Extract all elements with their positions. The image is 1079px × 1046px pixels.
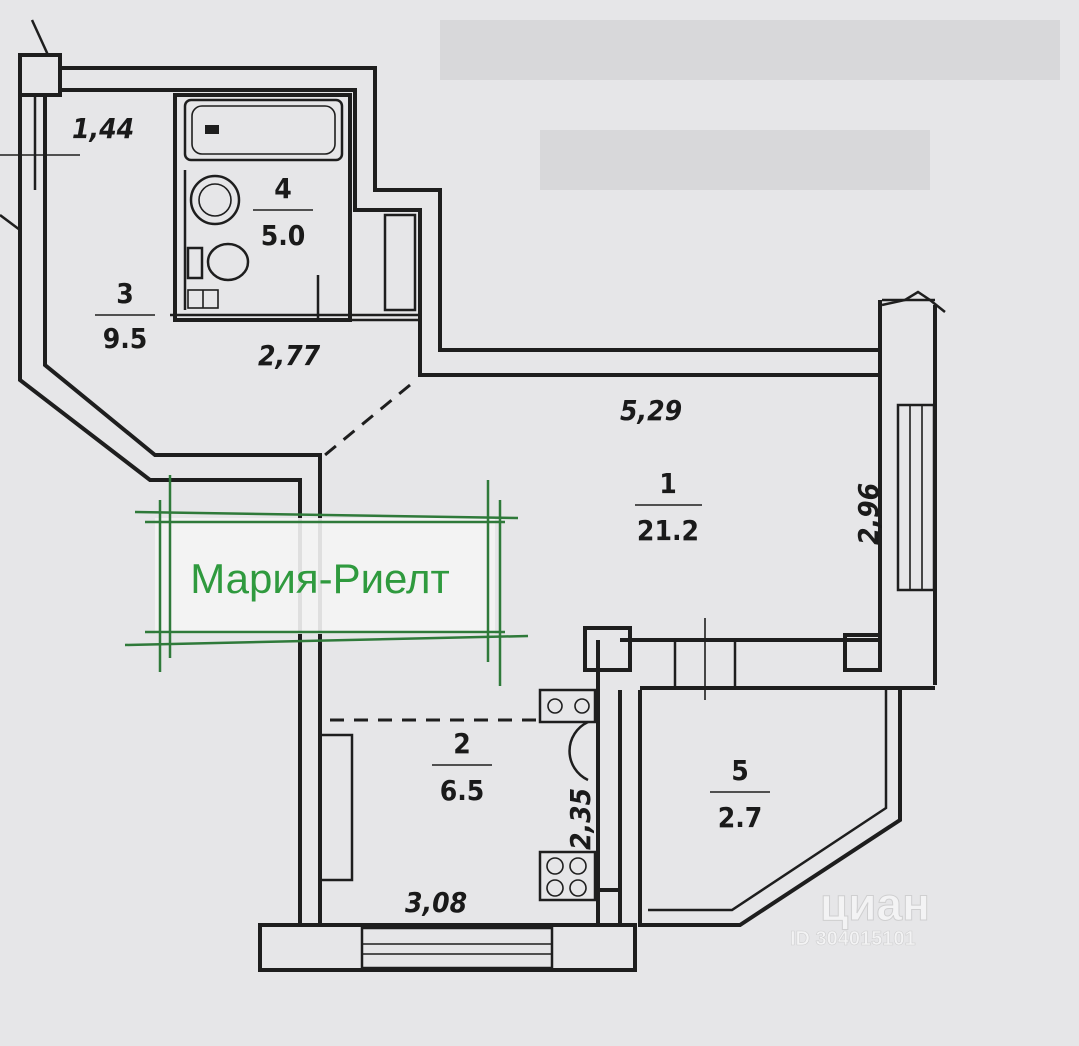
entrance: [0, 19, 80, 231]
bathroom: [170, 93, 420, 322]
room-label-5: 5 2.7: [710, 754, 770, 834]
svg-text:5: 5: [731, 754, 749, 787]
dimension-5-29: 5,29: [620, 394, 682, 427]
columns: [583, 626, 882, 927]
window-kitchen: [360, 926, 554, 970]
agency-watermark: Мария-Риелт: [124, 475, 529, 686]
svg-text:2.7: 2.7: [718, 801, 763, 834]
background-ghost-text: [440, 20, 1060, 190]
svg-text:9.5: 9.5: [103, 322, 148, 355]
window-right: [896, 403, 936, 592]
room-label-2: 2 6.5: [432, 727, 492, 807]
outer-walls: [18, 66, 937, 972]
svg-text:5.0: 5.0: [261, 219, 306, 252]
dimension-2-77: 2,77: [258, 339, 321, 372]
wall-break-mark: [881, 290, 946, 313]
dimension-1-44: 1,44: [72, 112, 134, 145]
svg-text:6.5: 6.5: [440, 774, 485, 807]
svg-text:21.2: 21.2: [637, 514, 699, 547]
svg-text:Мария-Риелт: Мария-Риелт: [190, 555, 450, 602]
cian-id: ID 304015101: [790, 928, 916, 950]
svg-text:4: 4: [274, 172, 292, 205]
dimension-3-08: 3,08: [405, 886, 467, 919]
dimension-2-35: 2,35: [564, 788, 597, 850]
balcony-door: [673, 618, 737, 700]
room-label-3: 3 9.5: [95, 277, 155, 355]
kitchen-fixtures: [318, 688, 597, 902]
svg-text:3: 3: [116, 277, 134, 310]
cian-logo: циан: [820, 878, 930, 930]
room-label-1: 1 21.2: [635, 467, 702, 547]
door-dashed-hall: [324, 383, 411, 457]
svg-text:2: 2: [453, 727, 471, 760]
room-label-4: 4 5.0: [253, 172, 313, 252]
dimension-2-96: 2,96: [852, 483, 885, 545]
svg-text:1: 1: [659, 467, 677, 500]
cian-watermark: циан ID 304015101: [790, 878, 931, 951]
